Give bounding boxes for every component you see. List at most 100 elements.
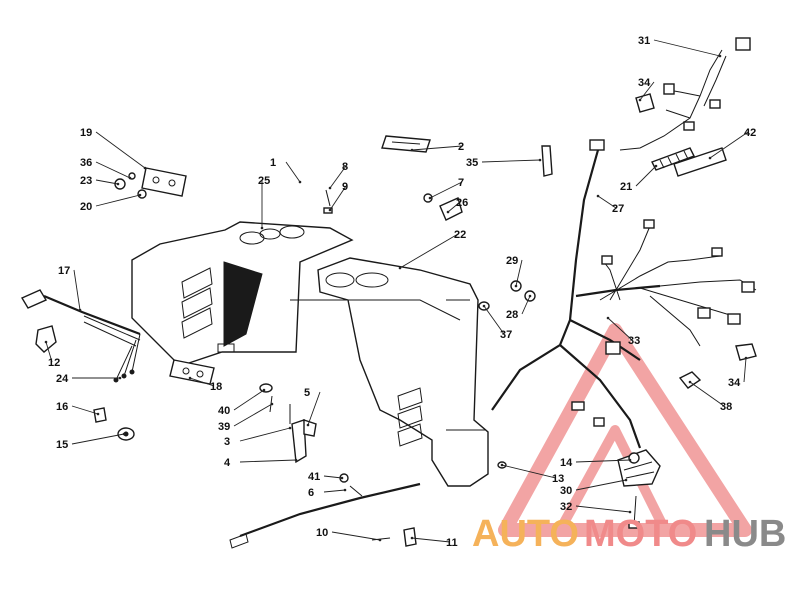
leader-line-c35 bbox=[481, 159, 541, 163]
leader-dot-c29 bbox=[514, 284, 518, 288]
leader-line-c6 bbox=[323, 489, 346, 493]
callout-label-c10: 10 bbox=[316, 527, 328, 539]
leader-line-c36 bbox=[95, 161, 131, 179]
callout-label-c15: 15 bbox=[56, 439, 68, 451]
leader-dot-c10 bbox=[378, 538, 382, 542]
leader-dot-c34a bbox=[638, 98, 642, 102]
leader-line-c2 bbox=[411, 145, 463, 151]
callout-label-c42: 42 bbox=[744, 127, 756, 139]
leader-dot-c14 bbox=[628, 458, 632, 462]
upper-harness bbox=[619, 37, 751, 151]
callout-label-c23: 23 bbox=[80, 175, 92, 187]
leader-line-c5 bbox=[307, 391, 321, 426]
leader-line-c17 bbox=[73, 269, 81, 311]
leader-dot-c2 bbox=[410, 148, 414, 152]
lower-switch-plate bbox=[169, 359, 215, 385]
callout-label-c16: 16 bbox=[56, 401, 68, 413]
leader-line-c30 bbox=[575, 479, 627, 491]
leader-dot-c8 bbox=[328, 186, 332, 190]
callout-label-c4: 4 bbox=[224, 457, 231, 469]
leader-dot-c13 bbox=[500, 463, 504, 467]
callout-label-c2: 2 bbox=[458, 141, 464, 153]
leader-line-c41 bbox=[323, 475, 343, 479]
leader-dot-c27 bbox=[596, 194, 600, 198]
console-housing bbox=[131, 221, 354, 367]
leader-line-c39 bbox=[233, 403, 273, 427]
callout-label-c5: 5 bbox=[304, 387, 310, 399]
callout-label-c40: 40 bbox=[218, 405, 230, 417]
leader-line-c22 bbox=[399, 233, 459, 269]
leader-dot-c40 bbox=[262, 388, 266, 392]
leader-dot-c7 bbox=[428, 196, 432, 200]
callout-label-c8: 8 bbox=[342, 161, 348, 173]
switch-plate bbox=[141, 167, 187, 197]
leader-dot-c23 bbox=[116, 182, 120, 186]
leader-dot-c30 bbox=[624, 478, 628, 482]
right-cowl-panel bbox=[317, 257, 489, 487]
voltage-regulator bbox=[617, 449, 661, 529]
callout-label-c11: 11 bbox=[446, 537, 458, 549]
leader-line-c1 bbox=[285, 161, 301, 183]
leader-line-c13 bbox=[501, 464, 557, 479]
leader-dot-c41 bbox=[340, 476, 344, 480]
callout-label-c19: 19 bbox=[80, 127, 92, 139]
wiring-harness bbox=[491, 139, 757, 449]
callout-label-c9: 9 bbox=[342, 181, 348, 193]
callout-label-c41: 41 bbox=[308, 471, 320, 483]
leader-dot-c26 bbox=[446, 210, 450, 214]
bracket-12 bbox=[35, 325, 57, 353]
nut-7 bbox=[423, 193, 433, 203]
nut-23 bbox=[114, 178, 126, 190]
callout-label-c39: 39 bbox=[218, 421, 230, 433]
leader-dot-c32 bbox=[628, 510, 632, 514]
callout-label-c34b: 34 bbox=[728, 377, 741, 389]
leader-dot-c12 bbox=[44, 340, 48, 344]
leader-dot-c42 bbox=[708, 156, 712, 160]
grommet-40 bbox=[259, 383, 273, 393]
callout-label-c38: 38 bbox=[720, 401, 732, 413]
leader-line-c4 bbox=[239, 459, 297, 463]
leader-dot-c11 bbox=[410, 536, 414, 540]
watermark-auto: AUTO bbox=[472, 513, 579, 555]
leader-line-c40 bbox=[233, 389, 265, 411]
leader-dot-c16 bbox=[96, 412, 100, 416]
leader-line-c14 bbox=[575, 459, 631, 463]
leader-line-c11 bbox=[411, 537, 451, 543]
throttle-cable bbox=[20, 289, 141, 383]
callout-label-c31: 31 bbox=[638, 35, 650, 47]
leader-dot-c9 bbox=[328, 208, 332, 212]
leader-dot-c1 bbox=[298, 180, 302, 184]
side-panel-outline bbox=[290, 299, 461, 321]
bracket-4 bbox=[289, 404, 317, 464]
callout-label-c17: 17 bbox=[58, 265, 70, 277]
screw-6 bbox=[349, 485, 363, 497]
leader-line-c10 bbox=[331, 531, 381, 541]
leader-dot-c19 bbox=[143, 166, 147, 170]
callout-label-c22: 22 bbox=[454, 229, 466, 241]
leader-line-c26 bbox=[447, 201, 461, 213]
watermark-moto: MOTO bbox=[584, 513, 697, 555]
callout-labels: 1234567891011121314151617181920212223242… bbox=[48, 35, 756, 549]
callout-label-c32: 32 bbox=[560, 501, 572, 513]
leader-line-c42 bbox=[709, 131, 749, 159]
watermark-text: AUTO MOTO HUB bbox=[472, 513, 786, 555]
leader-dot-c35 bbox=[538, 158, 542, 162]
callout-label-c36: 36 bbox=[80, 157, 92, 169]
key-switch-15 bbox=[117, 427, 135, 441]
leader-line-c37 bbox=[483, 305, 505, 335]
leader-line-c32 bbox=[575, 505, 631, 513]
leader-line-c8 bbox=[329, 165, 347, 189]
leader-dot-c37 bbox=[482, 304, 486, 308]
leader-line-c23 bbox=[95, 179, 119, 185]
leader-line-c7 bbox=[429, 181, 463, 199]
leader-dot-c36 bbox=[128, 176, 132, 180]
leader-dot-c28 bbox=[528, 294, 532, 298]
leader-dot-c5 bbox=[306, 423, 310, 427]
leader-line-c9 bbox=[329, 185, 347, 211]
callout-label-c30: 30 bbox=[560, 485, 572, 497]
leader-line-c28 bbox=[521, 295, 531, 315]
callout-label-c1: 1 bbox=[270, 157, 276, 169]
leader-dot-c15 bbox=[122, 432, 126, 436]
leader-dot-c20 bbox=[138, 193, 142, 197]
